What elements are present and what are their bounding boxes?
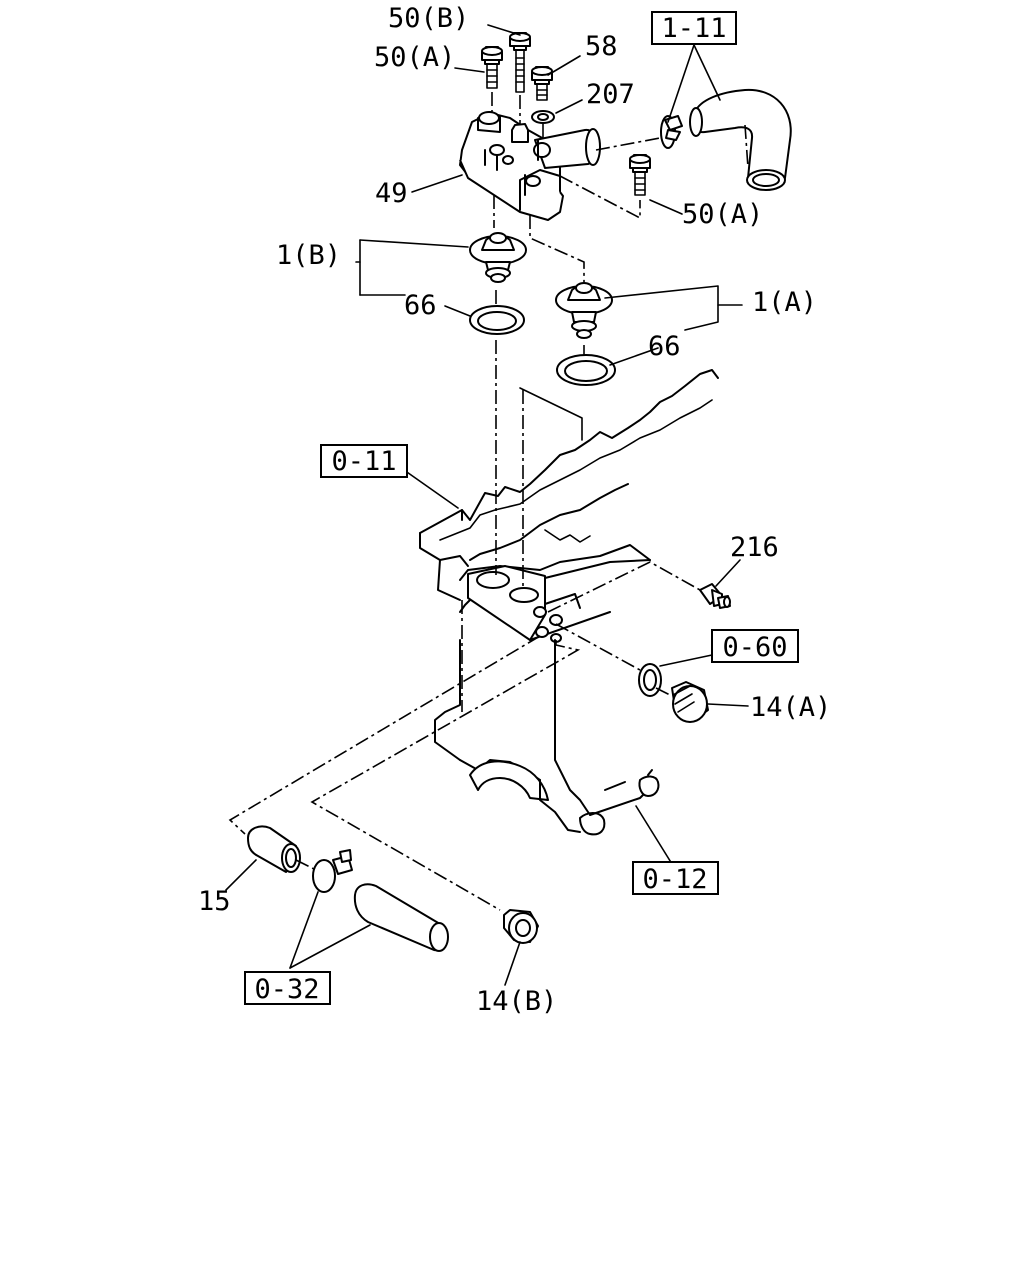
label-207: 207 — [586, 79, 635, 110]
ref-1-11-text: 1-11 — [661, 13, 726, 44]
label-1b: 1(B) — [276, 240, 341, 271]
label-14b: 14(B) — [476, 986, 557, 1017]
cylinder-head — [419, 369, 719, 643]
gasket-66-left — [469, 305, 525, 335]
ref-box-0-32: 0-32 — [244, 971, 331, 1005]
ref-box-1-11: 1-11 — [651, 11, 737, 45]
washer-207 — [531, 110, 555, 140]
thermostat-housing — [459, 111, 601, 221]
label-58: 58 — [585, 31, 618, 62]
ref-box-0-60: 0-60 — [711, 629, 799, 663]
ref-0-60-text: 0-60 — [722, 632, 787, 663]
bolt-50b — [509, 32, 531, 125]
radiator-hose — [689, 88, 792, 191]
label-66-left: 66 — [404, 290, 437, 321]
plug-14b — [503, 909, 539, 944]
lower-hose — [353, 883, 449, 952]
hose-clamp-top — [660, 115, 683, 149]
bolt-50a-right — [629, 154, 651, 196]
bracket-lines — [355, 239, 743, 441]
label-49: 49 — [375, 178, 408, 209]
washer-0-60 — [638, 663, 662, 697]
ref-0-32-text: 0-32 — [254, 974, 319, 1005]
plug-216 — [699, 583, 731, 609]
bolt-58 — [531, 66, 553, 101]
gasket-66-right — [556, 354, 616, 386]
ref-box-0-11: 0-11 — [320, 444, 408, 478]
bolt-50a-top — [481, 46, 503, 112]
label-14a: 14(A) — [750, 692, 831, 723]
plug-14a — [671, 681, 709, 723]
assembly-lines — [228, 137, 701, 911]
label-1a: 1(A) — [752, 287, 817, 318]
thermostat-1b — [469, 232, 527, 283]
label-216: 216 — [730, 532, 779, 563]
label-66-right: 66 — [648, 331, 681, 362]
leader-lines — [225, 24, 749, 986]
hose-clamp-lower — [312, 849, 353, 893]
ref-0-12-text: 0-12 — [642, 864, 707, 895]
thermostat-1a — [555, 282, 613, 339]
label-50a-right: 50(A) — [682, 199, 763, 230]
label-50a-top: 50(A) — [374, 42, 455, 73]
ref-0-11-text: 0-11 — [331, 446, 396, 477]
pipe-15 — [247, 825, 301, 873]
label-50b: 50(B) — [388, 3, 469, 34]
cylinder-block — [434, 559, 660, 836]
label-15: 15 — [198, 886, 231, 917]
ref-box-0-12: 0-12 — [632, 861, 719, 895]
